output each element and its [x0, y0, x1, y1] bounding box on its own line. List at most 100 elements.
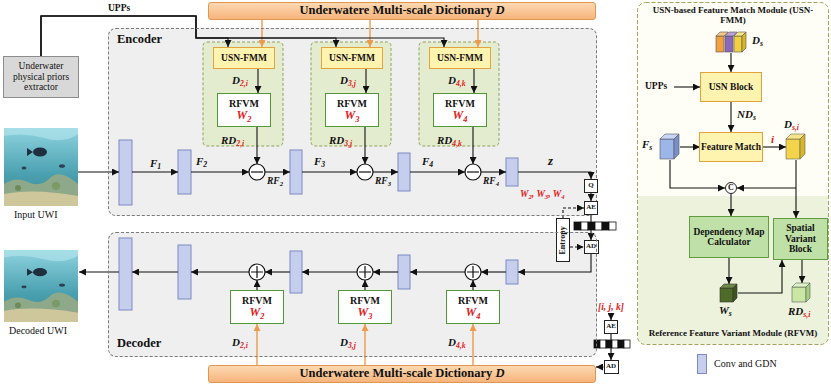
box-label: Decoder	[117, 337, 161, 351]
subscript: 4,k	[452, 139, 462, 148]
matched-feature-cube	[786, 134, 805, 159]
subscript: 3	[545, 193, 548, 200]
feature-label: F4	[422, 155, 433, 167]
flow-arrow	[737, 187, 796, 188]
flow-arrow	[79, 271, 119, 272]
process-box: Dependency Map Calculator	[689, 216, 769, 258]
box-label: USN-FMM	[437, 53, 483, 63]
flow-arrow	[302, 171, 357, 172]
flow-arrow	[472, 280, 473, 290]
flow-arrow	[265, 271, 290, 272]
conv-gdn-block	[290, 150, 302, 194]
arithmetic-encoder-box: AE	[584, 201, 598, 215]
connector-arrow	[610, 334, 611, 360]
box-label: Reference Feature Variant Module (RFVM)	[649, 329, 818, 339]
process-box: Feature Match	[699, 132, 763, 162]
feature-label: RD4,k	[437, 134, 462, 146]
bitstream	[602, 222, 609, 230]
box-label: USN-FMM	[329, 53, 375, 63]
box-label: W3	[345, 109, 360, 122]
usn-fmm-box: USN-FMM	[213, 47, 275, 69]
legend-text: Conv and GDN	[714, 358, 777, 369]
subscript: 2	[203, 160, 207, 169]
bitstream	[595, 222, 602, 230]
add-symbol	[359, 266, 371, 278]
connector-arrow	[730, 102, 731, 132]
weight-cube	[733, 284, 737, 302]
dictionary-icon	[716, 32, 746, 52]
decoder-ground	[108, 232, 597, 357]
bitstream	[594, 340, 600, 348]
flow-arrow	[738, 260, 782, 293]
flow-arrow	[518, 172, 591, 179]
flow-arrow	[680, 146, 700, 147]
reference-feature-cube	[806, 283, 810, 302]
subscript: 3	[321, 160, 325, 169]
subscript: s	[729, 309, 732, 318]
flow-arrow	[801, 260, 802, 283]
add-symbol	[357, 264, 373, 280]
connector-arrow	[473, 69, 474, 93]
subtract-symbol	[467, 171, 479, 172]
flow-arrow	[410, 171, 465, 172]
module-group	[203, 42, 283, 146]
image-caption: Decoded UWI	[9, 325, 67, 336]
subscript: 2	[528, 193, 531, 200]
encoder-region: EncoderUSN-FMMRFVMW2USN-FMMRFVMW3USN-FMM…	[108, 28, 597, 216]
legend-swatch	[697, 354, 707, 374]
box-label: Spatial Variant Block	[776, 223, 825, 254]
flow-arrow	[674, 86, 700, 87]
dictionary-arrow	[256, 324, 257, 365]
signal-label: UPPs	[645, 81, 667, 91]
box-label: RFVM	[337, 98, 367, 109]
rfvm-box: RFVMW3	[325, 93, 379, 127]
feature-label: F2	[196, 155, 207, 167]
conv-gdn-block	[178, 150, 191, 194]
box-label: RFVM	[445, 98, 475, 109]
decoded-underwater-image	[4, 250, 78, 322]
flow-arrow	[481, 171, 506, 172]
entropy-box: Entropy	[556, 218, 570, 262]
edge-label: NDs	[737, 108, 756, 120]
module-group	[419, 42, 499, 146]
bitstream	[612, 340, 618, 348]
decoded-underwater-image	[4, 250, 78, 322]
connector-arrow	[570, 246, 584, 247]
process-box: USN Block	[700, 72, 762, 102]
conv-gdn-block	[398, 255, 410, 289]
rfvm-box: RFVMW2	[230, 290, 284, 324]
subscript: 2	[280, 180, 283, 187]
dictionary-arrow	[261, 20, 262, 47]
module-panel: Reference Feature Variant Module (RFVM) D…	[637, 196, 829, 345]
weight-cube	[720, 284, 737, 302]
flow-arrow	[364, 127, 365, 164]
module-group	[311, 42, 391, 146]
subscript: 4	[476, 311, 480, 320]
subscript: 4	[561, 193, 564, 200]
edge-label: UPPs	[108, 3, 130, 13]
conv-gdn-block	[178, 245, 191, 299]
italic-symbol: D	[495, 3, 504, 17]
latent-label: z	[548, 154, 553, 168]
feature-label: RF4	[483, 176, 499, 186]
flow-arrow	[256, 280, 257, 290]
module-panel	[638, 3, 829, 345]
connector-arrow	[590, 193, 591, 201]
box-label: Dependency Map Calculator	[692, 227, 766, 248]
box-label: RFVM	[229, 98, 259, 109]
connector-arrow	[257, 69, 258, 93]
conv-gdn-block	[119, 140, 132, 205]
add-symbol	[249, 264, 481, 280]
italic-symbol: D	[495, 366, 504, 380]
box-label: W4	[453, 109, 468, 122]
feature-label: Ds,i	[784, 118, 799, 130]
box-label: Underwatere Multi-scale Dictionary D	[300, 4, 505, 18]
edge-label: D2,i	[232, 74, 248, 86]
matched-feature-cube	[800, 134, 805, 159]
subscript: s	[760, 39, 763, 48]
rfvm-box: RFVMW4	[446, 290, 500, 324]
conv-gdn-block	[119, 238, 132, 310]
subtract-symbol	[249, 164, 481, 180]
subscript: 3	[388, 180, 391, 187]
